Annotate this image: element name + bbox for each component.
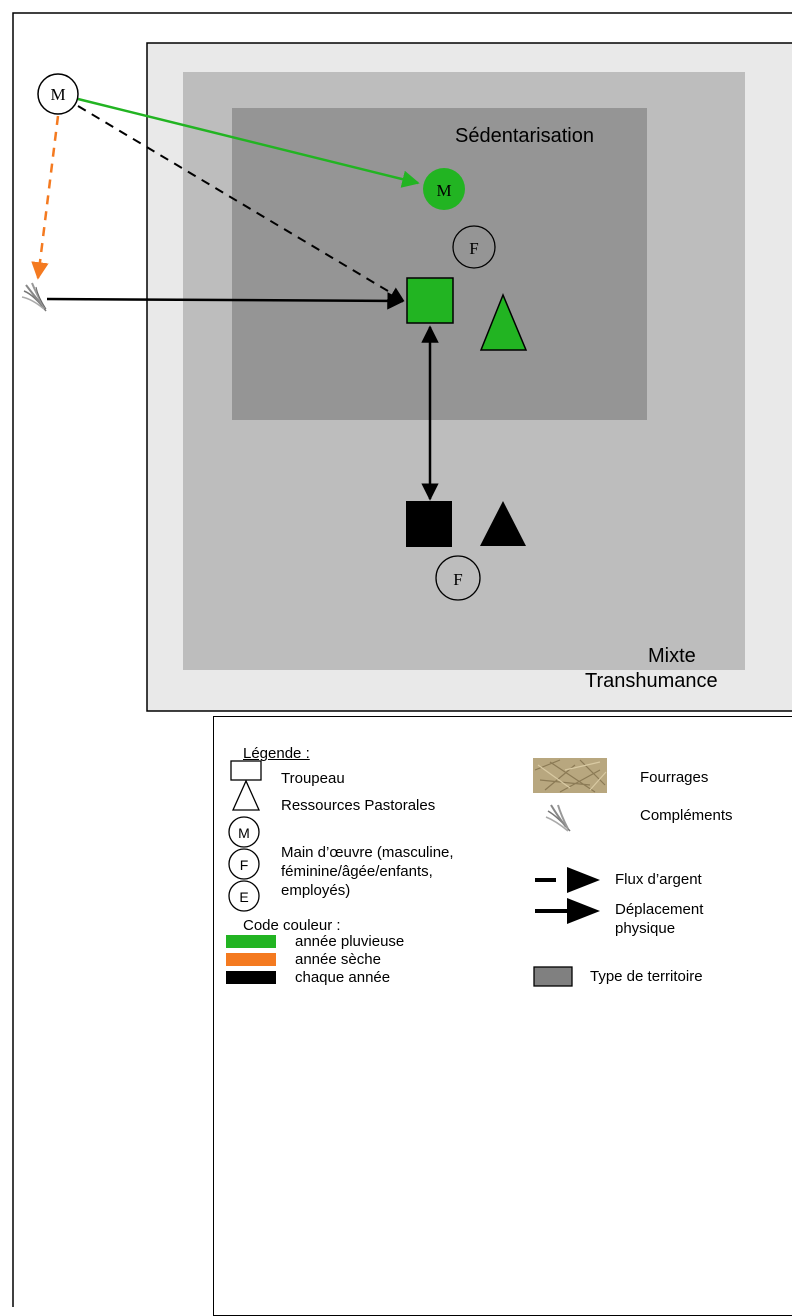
page-frame (12, 12, 792, 1307)
legend-deplacement-1: Déplacement (615, 901, 704, 918)
svg-text:M: M (50, 85, 65, 104)
zone-label-sedentarisation: Sédentarisation (455, 125, 594, 147)
green-money-arrow (77, 97, 420, 188)
legend-complements: Compléments (640, 807, 733, 824)
wheat-icon (21, 282, 47, 312)
svg-text:F: F (469, 239, 478, 258)
legend-chaque-annee: chaque année (295, 969, 391, 986)
legend-ressources: Ressources Pastorales (281, 797, 436, 814)
pastoral-resource-black (480, 501, 526, 546)
legend-square-icon (230, 760, 262, 781)
legend-wheat-icon (545, 804, 571, 832)
herd-green (406, 277, 454, 324)
labour-green-node: M (423, 168, 465, 210)
legend-black-swatch (226, 971, 276, 984)
svg-text:E: E (239, 889, 248, 905)
zone-sedentarisation (232, 108, 647, 420)
legend-circle-f-icon (228, 848, 260, 880)
fourrages-icon (533, 758, 607, 793)
svg-text:M: M (436, 181, 451, 200)
legend-orange-swatch (226, 953, 276, 966)
legend-circle-m-icon (228, 816, 260, 848)
legend-troupeau: Troupeau (281, 770, 345, 787)
legend-box (213, 716, 792, 1316)
legend-flux-argent: Flux d’argent (615, 871, 702, 888)
svg-text:M: M (238, 825, 250, 841)
herd-black (406, 501, 452, 547)
svg-text:F: F (453, 570, 462, 589)
zone-label-transhumance: Transhumance (585, 670, 718, 692)
legend-fourrages: Fourrages (640, 769, 709, 786)
legend-main-oeuvre-1: Main d’œuvre (masculine, (281, 844, 454, 861)
orange-dashed-arrow (31, 115, 60, 280)
pastoral-resource-green (479, 293, 528, 351)
svg-text:F: F (240, 857, 249, 873)
legend-move-arrowhead (567, 898, 600, 924)
legend-territory-swatch (533, 966, 573, 987)
legend-triangle-icon (231, 779, 261, 811)
labour-female-top-node: F (452, 225, 496, 269)
legend-annee-pluvieuse: année pluvieuse (295, 933, 405, 950)
legend-main-oeuvre-3: employés) (281, 882, 351, 899)
labour-source-node: M (37, 73, 79, 115)
legend-type-territoire: Type de territoire (590, 968, 703, 985)
legend-money-arrowhead (567, 867, 600, 893)
zone-label-mixte: Mixte (648, 645, 696, 667)
legend-deplacement-2: physique (615, 920, 676, 937)
legend-circle-e-icon (228, 880, 260, 912)
labour-female-bottom-node: F (435, 555, 481, 601)
legend-main-oeuvre-2: féminine/âgée/enfants, (281, 863, 433, 880)
legend-code-couleur: Code couleur : (243, 917, 341, 934)
legend-annee-seche: année sèche (295, 951, 381, 968)
legend-title: Légende : (243, 745, 310, 762)
complement-arrow (46, 292, 405, 310)
legend-green-swatch (226, 935, 276, 948)
